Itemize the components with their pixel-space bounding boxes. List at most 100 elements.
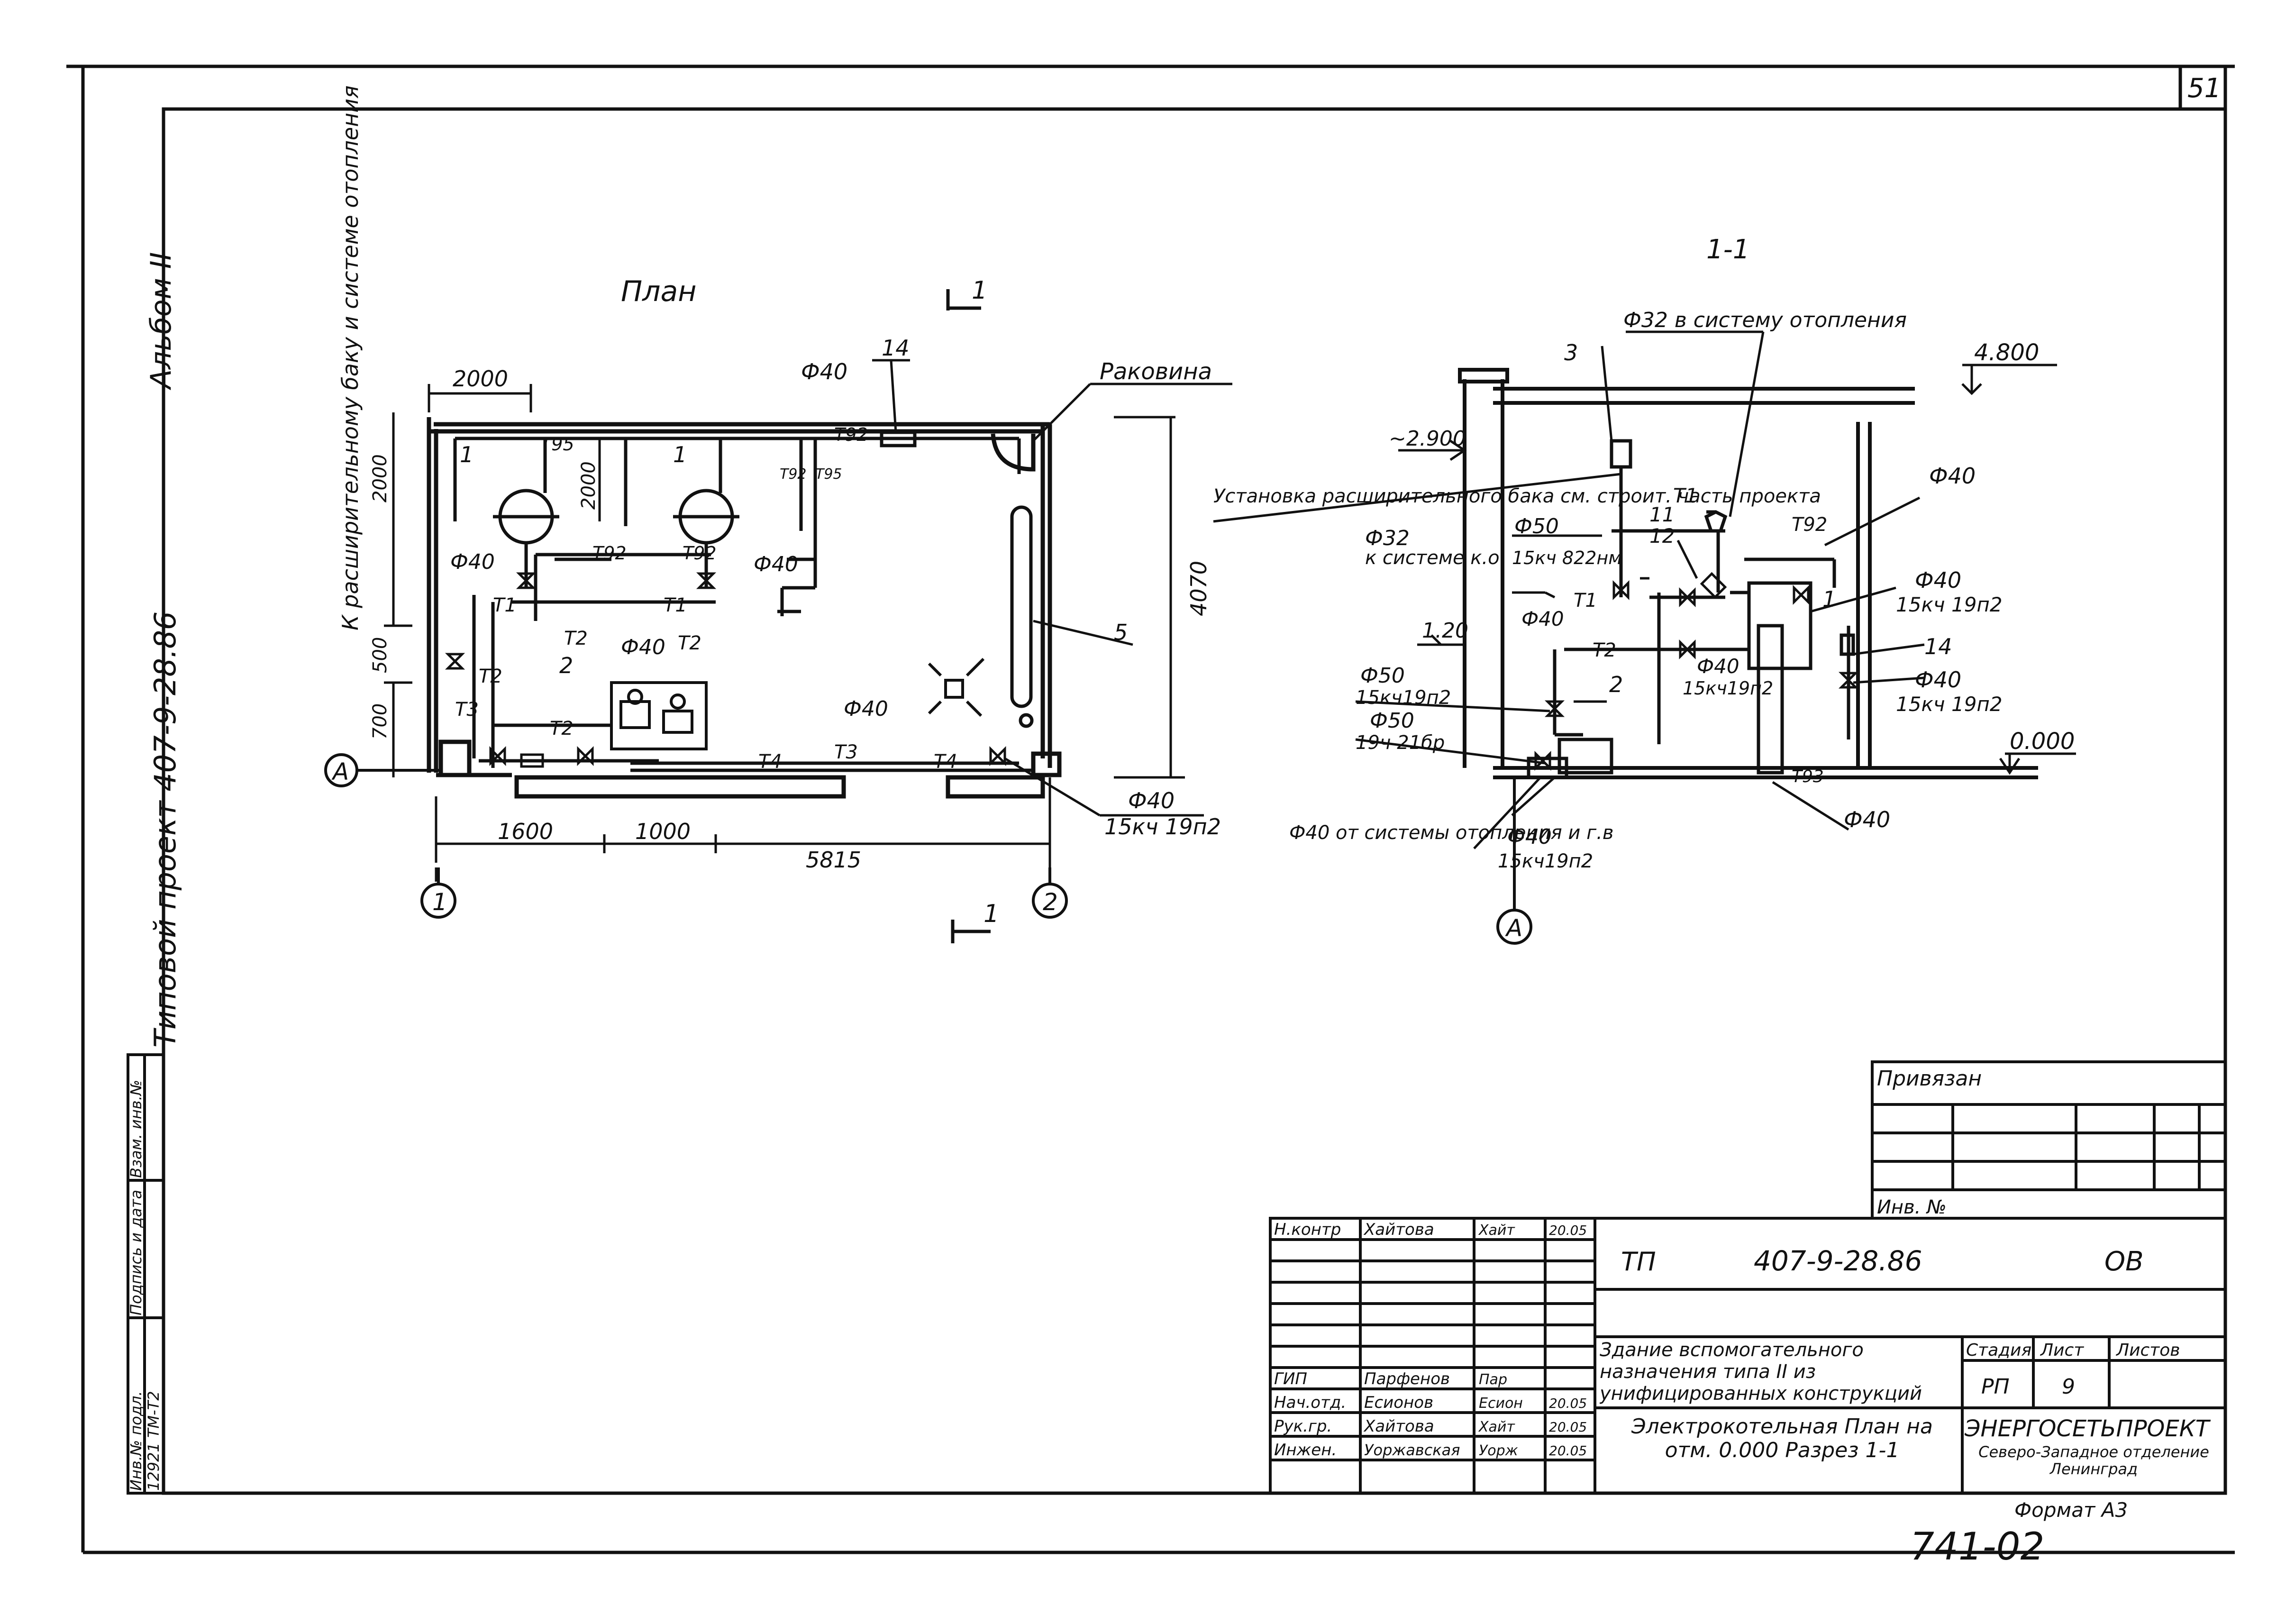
- section-code-822: 15кч 822нм: [1512, 547, 1622, 568]
- tb-sign-1: Пар: [1479, 1371, 1507, 1388]
- strip-label-1: Инв.№ подл.: [127, 1391, 145, 1491]
- plan-t2d: Т2: [550, 718, 574, 739]
- plan-phi40-e: Ф40: [844, 697, 888, 721]
- plan-t92b: Т92: [592, 543, 627, 564]
- plan-dim-500: 500: [369, 637, 391, 673]
- tb-sheet: 9: [2062, 1375, 2075, 1399]
- tb-sign-0: Хайт: [1478, 1222, 1515, 1239]
- plan-axis-1: 1: [432, 888, 447, 916]
- plan-dim-4070: 4070: [1186, 561, 1211, 616]
- plan-t92c: Т92: [683, 543, 717, 564]
- section-code-19p2e: 15кч 19п2: [1896, 693, 2003, 716]
- plan-axis-a: А: [331, 758, 349, 785]
- left-strip: [127, 1053, 165, 1495]
- section-t1: Т1: [1673, 484, 1698, 507]
- section-to-system: к системе к.о: [1365, 547, 1500, 569]
- tb-inv-n: Инв. №: [1877, 1196, 1947, 1218]
- tb-privyazan: Привязан: [1877, 1067, 1982, 1091]
- plan-dim-1600: 1600: [498, 819, 553, 844]
- section-phi50-b: Ф50: [1360, 664, 1405, 688]
- section-item-1: 1: [1822, 586, 1836, 612]
- plan-t4a: Т4: [758, 751, 782, 773]
- section-t1b: Т1: [1574, 590, 1597, 611]
- plan-section-mark-top-label: 1: [972, 276, 987, 305]
- tb-role-2: Нач.отд.: [1274, 1393, 1346, 1412]
- section-code-19p2d: 15кч 19п2: [1896, 593, 2003, 616]
- section-phi40-r2: Ф40: [1915, 567, 1961, 593]
- section-levels: [1398, 364, 2076, 775]
- section-code-19p2a: 15кч19п2: [1356, 687, 1451, 709]
- section-t93: Т93: [1792, 767, 1824, 786]
- section-item-11: 11: [1649, 503, 1675, 526]
- plan-dim-2000: 2000: [453, 366, 508, 392]
- plan-t3b: Т3: [834, 741, 858, 763]
- tb-date-3: 20.05: [1549, 1419, 1587, 1435]
- plan-axis-marks: [324, 753, 1068, 919]
- tb-org: ЭНЕРГОСЕТЬПРОЕКТ: [1964, 1415, 2211, 1442]
- plan-phi40-b: Ф40: [450, 550, 495, 574]
- tb-date-4: 20.05: [1549, 1443, 1587, 1459]
- plan-t92d: Т92: [780, 466, 807, 483]
- plan-section-mark-bottom: [951, 920, 991, 943]
- section-item-3: 3: [1564, 340, 1578, 365]
- section-level-120: 1.20: [1422, 619, 1468, 643]
- sheet-format: Формат А3: [2014, 1498, 2128, 1522]
- plan-walls: [427, 417, 1062, 799]
- section-phi40-mid: Ф40: [1697, 655, 1739, 678]
- strip-value-1: 12921 ТМ-Т2: [145, 1391, 163, 1491]
- tb-sign-3: Хайт: [1478, 1419, 1515, 1435]
- plan-valves: [445, 572, 1006, 768]
- section-code-19p2b: 15кч19п2: [1498, 850, 1593, 872]
- plan-section-mark-top: [946, 289, 981, 310]
- plan-item-14: 14: [882, 335, 910, 361]
- section-phi40-floor: Ф40: [1844, 807, 1890, 832]
- plan-t95b: Т95: [815, 466, 842, 483]
- tb-tp: ТП: [1621, 1247, 1656, 1277]
- tb-sign-2: Есион: [1479, 1395, 1523, 1412]
- tb-name-0: Хайтова: [1363, 1220, 1434, 1239]
- plan-phi40-c: Ф40: [621, 635, 665, 659]
- section-title: 1-1: [1706, 234, 1749, 265]
- sheet-frames: [66, 64, 2235, 1554]
- plan-t2c: Т2: [479, 666, 502, 687]
- section-level-4800: 4.800: [1974, 339, 2039, 366]
- tb-name-2: Есионов: [1364, 1393, 1433, 1412]
- plan-pump-unit: [610, 681, 708, 750]
- section-to-heating: Ф32 в систему отопления: [1623, 308, 1907, 332]
- section-phi40-from: Ф40 от системы отопления и г.в: [1289, 822, 1613, 844]
- section-axis-a: А: [1505, 914, 1522, 942]
- plan-dim-700: 700: [369, 703, 391, 739]
- section-phi50-c: Ф50: [1370, 709, 1414, 733]
- section-item-12: 12: [1649, 524, 1675, 547]
- section-piping: [1527, 439, 1858, 779]
- section-phi50-a: Ф50: [1514, 514, 1559, 538]
- section-level-0: 0.000: [2010, 728, 2075, 755]
- plan-dim-1000: 1000: [635, 819, 691, 844]
- plan-t3a: Т3: [455, 699, 479, 721]
- plan-t1b: Т1: [664, 594, 687, 616]
- section-t92: Т92: [1792, 514, 1827, 536]
- strip-label-2: Подпись и дата: [127, 1190, 145, 1315]
- tb-stage-h: Стадия: [1966, 1341, 2031, 1360]
- plan-t2b: Т2: [678, 632, 701, 654]
- plan-phi40-d: Ф40: [754, 552, 798, 576]
- project-label: Типовой проект 407-9-28.86: [148, 611, 182, 1048]
- section-code-19p2c: 15кч19п2: [1683, 678, 1773, 699]
- plan-dim-2000-vert-a: 2000: [369, 454, 391, 502]
- tb-drawing: Электрокотельная План на отм. 0.000 Разр…: [1631, 1415, 1933, 1462]
- section-code-21br: 19ч 21бр: [1356, 732, 1445, 754]
- section-t2: Т2: [1593, 639, 1616, 661]
- plan-t92a: Т92: [834, 424, 868, 445]
- plan-lamp: [928, 657, 985, 717]
- title-block-frame: [1269, 1060, 2227, 1495]
- plan-item-1b: 1: [673, 442, 687, 467]
- tb-code: 407-9-28.86: [1754, 1245, 1922, 1277]
- section-item-14: 14: [1924, 634, 1952, 659]
- plan-t95: Т95: [540, 434, 574, 455]
- section-item-2: 2: [1609, 672, 1623, 697]
- plan-t4b: Т4: [934, 751, 957, 773]
- plan-t1a: Т1: [493, 594, 517, 616]
- plan-phi40-a: Ф40: [801, 359, 847, 384]
- plan-dim-5815: 5815: [806, 847, 861, 873]
- tb-sheet-h: Лист: [2040, 1341, 2084, 1360]
